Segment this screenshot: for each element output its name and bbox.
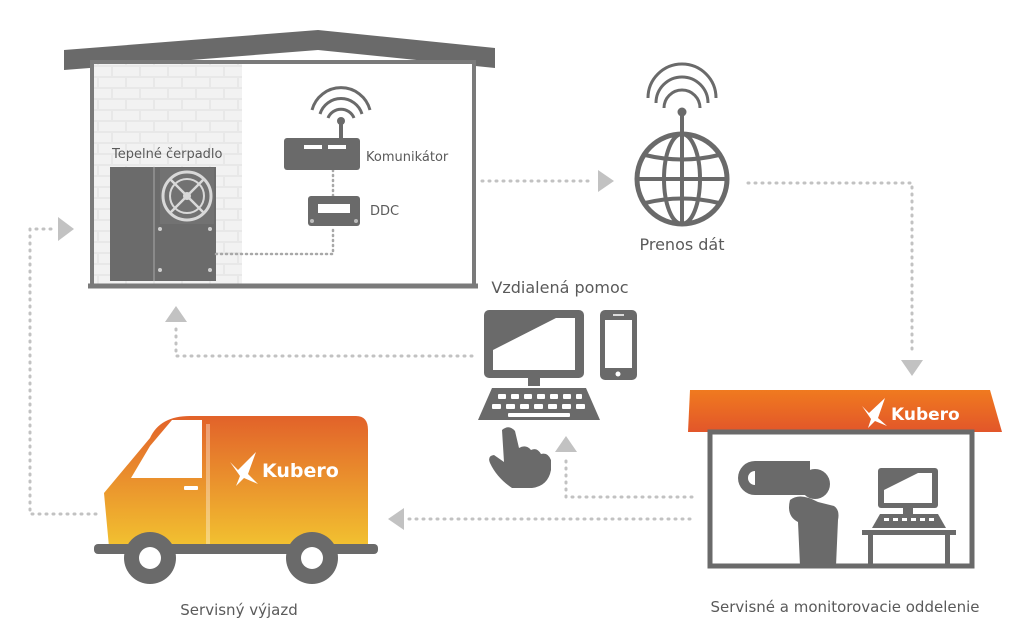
van-kubero-logo: Kubero: [262, 460, 339, 482]
ddc-controller-icon: [308, 196, 360, 226]
house: Tepelné čerpadlo Komunikátor DDC: [64, 30, 495, 289]
flow-globe-to-service: [746, 181, 914, 354]
desktop-computer-icon: [484, 310, 584, 386]
ddc-cable: [214, 226, 335, 256]
heat-pump-icon: [110, 167, 216, 281]
remote-help-label: Vzdialená pomoc: [491, 278, 628, 297]
person-binoculars-icon: [738, 461, 839, 566]
heat-pump-label: Tepelné čerpadlo: [111, 147, 223, 162]
data-transfer-label: Prenos dát: [639, 235, 724, 254]
arrowhead-to-van: [388, 508, 404, 530]
arrowhead-to-globe: [598, 170, 614, 192]
service-department-label: Servisné a monitorovacie oddelenie: [710, 598, 979, 616]
service-trip-label: Servisný výjazd: [180, 601, 297, 619]
flow-van-to-house: [28, 227, 98, 516]
arrowhead-to-service: [901, 360, 923, 376]
arrowhead-to-house-from-van: [58, 217, 74, 241]
monitor-desk-icon: [862, 468, 956, 566]
globe-antenna-icon: [634, 62, 730, 227]
smartphone-icon: [600, 310, 637, 380]
hand-pointer-icon: [489, 427, 551, 488]
service-van-icon: [94, 416, 378, 584]
communicator-router-icon: [284, 86, 372, 170]
van-kubero-logo-icon: [230, 452, 258, 486]
service-building-icon: [688, 390, 1002, 569]
keyboard-icon: [478, 388, 600, 420]
arrowhead-to-computer: [555, 436, 577, 452]
building-kubero-logo-icon: [862, 398, 887, 428]
ddc-label: DDC: [370, 204, 399, 219]
building-kubero-logo: Kubero: [891, 405, 960, 425]
flow-service-to-computer: [564, 456, 694, 499]
arrowhead-to-house-from-computer: [165, 306, 187, 322]
flow-computer-to-house: [174, 322, 474, 358]
communicator-label: Komunikátor: [366, 150, 449, 165]
flow-arrows: [28, 170, 923, 530]
